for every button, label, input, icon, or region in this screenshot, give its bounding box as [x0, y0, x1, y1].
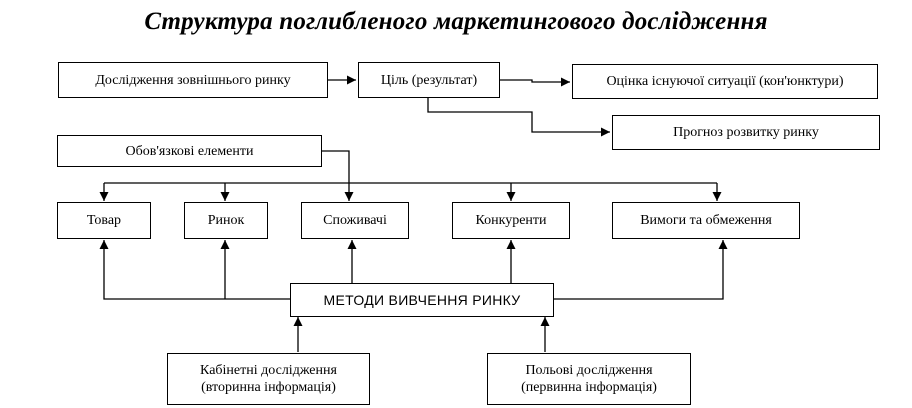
arrow-methods-to-product — [99, 240, 290, 300]
arrow-goal-to-forecast — [427, 98, 610, 137]
node-forecast-label: Прогноз розвитку ринку — [673, 125, 819, 140]
node-mandatory-label: Обов'язкові елементи — [125, 143, 254, 159]
node-market: Ринок — [184, 202, 268, 239]
node-field-research: Польові дослідження (первинна інформація… — [487, 353, 691, 405]
node-goal-label: Ціль (результат) — [380, 72, 478, 88]
node-consumers-label: Споживачі — [323, 213, 387, 228]
node-external-market: Дослідження зовнішнього ринку — [58, 62, 328, 98]
node-field-research-line2: (первинна інформація) — [521, 380, 657, 395]
node-requirements-label: Вимоги та обмеження — [640, 213, 772, 228]
node-requirements: Вимоги та обмеження — [612, 202, 800, 239]
node-product: Товар — [57, 202, 151, 239]
node-competitors-label: Конкуренти — [475, 213, 547, 228]
node-field-research-line1: Польові дослідження — [525, 363, 653, 378]
node-forecast: Прогноз розвитку ринку — [612, 115, 880, 150]
node-situation-label: Оцінка існуючої ситуації (кон'юнктури) — [606, 74, 844, 89]
node-product-label: Товар — [86, 213, 122, 228]
node-methods-label: МЕТОДИ ВИВЧЕННЯ РИНКУ — [323, 291, 521, 308]
arrow-goal-to-situation — [500, 77, 570, 87]
node-desk-research-line2: (вторинна інформація) — [201, 380, 336, 395]
node-consumers: Споживачі — [301, 202, 409, 239]
node-goal: Ціль (результат) — [358, 62, 500, 98]
arrow-methods-to-requirements — [554, 240, 728, 300]
node-methods: МЕТОДИ ВИВЧЕННЯ РИНКУ — [290, 283, 554, 317]
node-desk-research-line1: Кабінетні дослідження — [200, 363, 337, 378]
node-desk-research: Кабінетні дослідження (вторинна інформац… — [167, 353, 370, 405]
node-competitors: Конкуренти — [452, 202, 570, 239]
connector-mandatory-bus — [322, 150, 350, 183]
node-situation: Оцінка існуючої ситуації (кон'юнктури) — [572, 64, 878, 99]
diagram-title: Структура поглибленого маркетингового до… — [144, 8, 768, 35]
node-market-label: Ринок — [207, 213, 245, 228]
node-mandatory: Обов'язкові елементи — [57, 135, 322, 167]
node-external-market-label: Дослідження зовнішнього ринку — [95, 72, 291, 88]
